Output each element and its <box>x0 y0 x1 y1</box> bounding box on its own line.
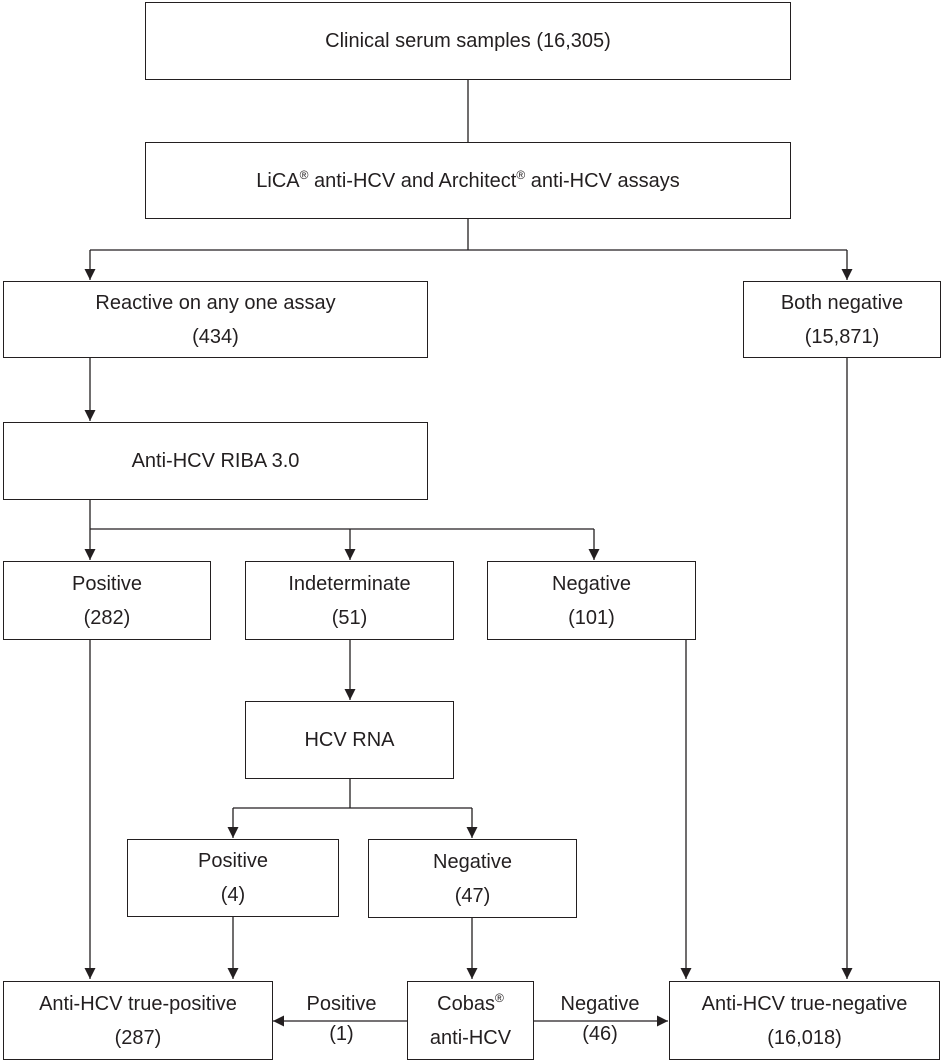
node-both-negative-label: Both negative <box>780 291 904 314</box>
node-riba-indeterminate: Indeterminate (51) <box>245 561 454 640</box>
node-assays: LiCA® anti-HCV and Architect® anti-HCV a… <box>145 142 791 219</box>
node-riba-positive: Positive (282) <box>3 561 211 640</box>
node-cobas-label: Cobas® <box>437 990 504 1015</box>
node-both-negative-count: (15,871) <box>804 325 880 348</box>
node-both-negative: Both negative (15,871) <box>743 281 941 358</box>
node-riba-negative-label: Negative <box>552 572 631 595</box>
node-clinical-samples-label: Clinical serum samples (16,305) <box>325 30 611 52</box>
node-true-positive: Anti-HCV true-positive (287) <box>3 981 273 1060</box>
node-rna-negative: Negative (47) <box>368 839 577 918</box>
node-assays-label: LiCA® anti-HCV and Architect® anti-HCV a… <box>256 167 680 192</box>
node-cobas-label-2: anti-HCV <box>429 1026 512 1049</box>
node-true-positive-count: (287) <box>114 1026 162 1049</box>
node-riba-negative-count: (101) <box>568 606 615 629</box>
node-riba-positive-label: Positive <box>71 572 143 595</box>
node-true-negative-label: Anti-HCV true-negative <box>701 992 908 1015</box>
node-clinical-samples: Clinical serum samples (16,305) <box>145 2 791 80</box>
node-rna-positive-label: Positive <box>197 850 269 872</box>
node-true-negative-count: (16,018) <box>767 1026 842 1049</box>
node-rna-negative-label: Negative <box>433 850 512 873</box>
node-reactive: Reactive on any one assay (434) <box>3 281 428 358</box>
node-cobas: Cobas® anti-HCV <box>407 981 534 1060</box>
node-riba-indeterminate-count: (51) <box>331 606 368 629</box>
node-riba-label: Anti-HCV RIBA 3.0 <box>131 450 300 472</box>
node-reactive-count: (434) <box>192 325 239 348</box>
node-rna-negative-count: (47) <box>454 884 491 907</box>
edge-label-cobas-negative: Negative (46) <box>560 993 640 1045</box>
node-hcv-rna-label: HCV RNA <box>304 729 395 751</box>
node-riba: Anti-HCV RIBA 3.0 <box>3 422 428 500</box>
node-hcv-rna: HCV RNA <box>245 701 454 779</box>
node-riba-indeterminate-label: Indeterminate <box>288 572 411 595</box>
node-riba-negative: Negative (101) <box>487 561 696 640</box>
node-rna-positive: Positive (4) <box>127 839 339 917</box>
node-reactive-label: Reactive on any one assay <box>95 291 336 314</box>
edge-label-cobas-positive: Positive (1) <box>306 993 377 1045</box>
node-true-negative: Anti-HCV true-negative (16,018) <box>669 981 940 1060</box>
node-true-positive-label: Anti-HCV true-positive <box>39 992 237 1015</box>
node-riba-positive-count: (282) <box>83 606 131 629</box>
node-rna-positive-count: (4) <box>220 884 246 906</box>
